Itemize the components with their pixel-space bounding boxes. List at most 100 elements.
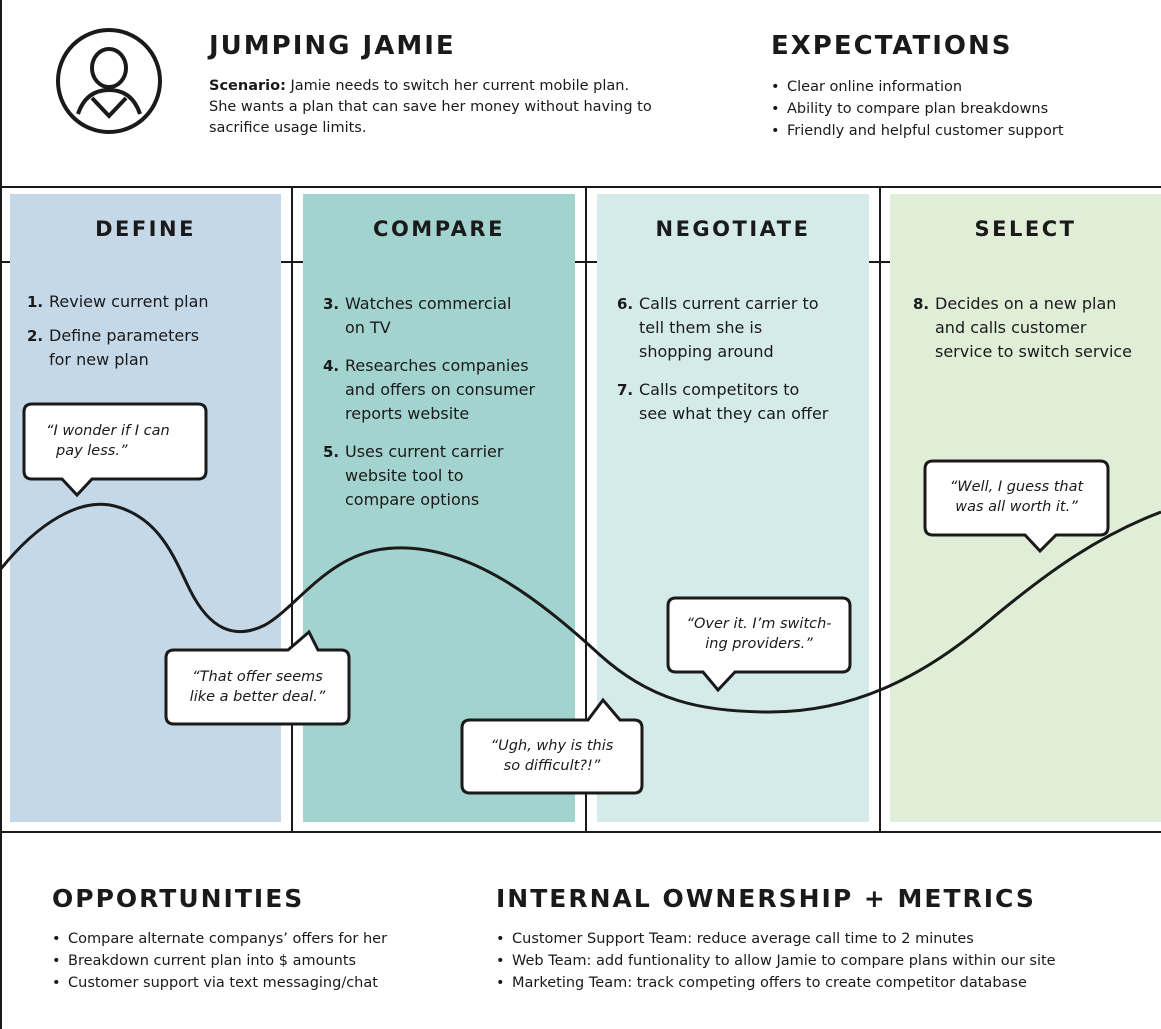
- emotion-curve: [0, 502, 1161, 714]
- quote-line: “Ugh, why is this: [490, 738, 614, 754]
- step-line: for new plan: [49, 350, 149, 369]
- step-number: 2.: [27, 327, 44, 345]
- step-number: 6.: [617, 295, 634, 313]
- quote-bubble-3: [460, 697, 644, 795]
- step-item: 6. Calls current carrier to tell them she …: [617, 292, 828, 364]
- negotiate-steps: 6. Calls current carrier to tell them she …: [617, 292, 828, 440]
- quote-line: so difficult?!”: [503, 758, 601, 774]
- ownership-item: Web Team: add funtionality to allow Jami…: [496, 950, 1056, 972]
- step-line: Watches commercial: [345, 294, 512, 313]
- quote-text-4: “Over it. I’m switch- ing providers.”: [668, 614, 850, 654]
- scenario-line-2: She wants a plan that can save her money…: [209, 99, 652, 115]
- step-number: 1.: [27, 293, 44, 311]
- scenario-label: Scenario:: [209, 78, 286, 94]
- expectations-list: Clear online information Ability to comp…: [771, 76, 1064, 142]
- step-item: 7. Calls competitors to see what they can …: [617, 378, 828, 426]
- ownership-item: Customer Support Team: reduce average ca…: [496, 928, 1056, 950]
- opportunity-item: Compare alternate companys’ offers for h…: [52, 928, 387, 950]
- step-line: and offers on consumer: [345, 380, 536, 399]
- persona-avatar: [54, 26, 164, 136]
- persona-scenario: Scenario: Jamie needs to switch her curr…: [209, 76, 652, 139]
- step-line: Decides on a new plan: [935, 294, 1117, 313]
- phase-title-select: SELECT: [974, 217, 1077, 241]
- expectations-title: EXPECTATIONS: [771, 31, 1013, 61]
- quote-text-1: “I wonder if I can pay less.”: [24, 421, 206, 461]
- ownership-list: Customer Support Team: reduce average ca…: [496, 928, 1056, 994]
- quote-line: “That offer seems: [192, 669, 323, 685]
- step-number: 3.: [323, 295, 340, 313]
- quote-line: ing providers.”: [705, 636, 813, 652]
- opportunities-list: Compare alternate companys’ offers for h…: [52, 928, 387, 994]
- phase-title-compare: COMPARE: [373, 217, 505, 241]
- quote-bubble-4: [666, 596, 852, 693]
- step-line: see what they can offer: [639, 404, 829, 423]
- phase-title-divider: [0, 261, 1161, 263]
- expectation-item: Friendly and helpful customer support: [771, 120, 1064, 142]
- quote-line: “I wonder if I can: [46, 423, 170, 439]
- step-line: Researches companies: [345, 356, 529, 375]
- step-line: reports website: [345, 404, 470, 423]
- opportunity-item: Breakdown current plan into $ amounts: [52, 950, 387, 972]
- bubble-shape: [460, 697, 644, 795]
- expectation-item: Clear online information: [771, 76, 1064, 98]
- bubble-shape: [923, 459, 1110, 554]
- compare-steps: 3. Watches commercial on TV 4.Researches c…: [323, 292, 535, 526]
- phase-panel-negotiate: [597, 194, 869, 822]
- quote-line: like a better deal.”: [189, 689, 326, 705]
- step-item: 2. Define parameters for new plan: [27, 324, 209, 372]
- scenario-line-1: Jamie needs to switch her current mobile…: [290, 78, 630, 94]
- quote-line: was all worth it.”: [955, 499, 1078, 515]
- quote-bubble-5: [923, 459, 1110, 554]
- step-item: 8. Decides on a new plan and calls custome…: [913, 292, 1132, 364]
- step-line: shopping around: [639, 342, 774, 361]
- step-item: 5. Uses current carrier website tool to com…: [323, 440, 535, 512]
- step-line: Define parameters: [49, 326, 200, 345]
- quote-line: “Well, I guess that: [949, 479, 1084, 495]
- persona-name: JUMPING JAMIE: [209, 31, 456, 61]
- select-steps: 8. Decides on a new plan and calls custome…: [913, 292, 1132, 378]
- user-avatar-icon: [56, 28, 162, 134]
- step-line: and calls customer: [935, 318, 1087, 337]
- ownership-title: INTERNAL OWNERSHIP + METRICS: [496, 884, 1036, 913]
- bubble-shape: [22, 402, 208, 498]
- quote-line: pay less.”: [56, 443, 128, 459]
- step-line: Review current plan: [49, 292, 209, 311]
- quote-line: “Over it. I’m switch-: [686, 616, 832, 632]
- footer-divider: [0, 831, 1161, 833]
- quote-text-3: “Ugh, why is this so difficult?!”: [462, 736, 642, 776]
- step-number: 8.: [913, 295, 930, 313]
- step-line: service to switch service: [935, 342, 1133, 361]
- opportunities-title: OPPORTUNITIES: [52, 884, 305, 913]
- step-line: tell them she is: [639, 318, 763, 337]
- step-line: on TV: [345, 318, 391, 337]
- bubble-shape: [666, 596, 852, 693]
- expectation-item: Ability to compare plan breakdowns: [771, 98, 1064, 120]
- step-line: website tool to: [345, 466, 464, 485]
- quote-bubble-1: [22, 402, 208, 498]
- phase-separator-2: [585, 186, 587, 833]
- header-divider: [0, 186, 1161, 188]
- frame-left-border: [0, 0, 2, 1029]
- define-steps: 1. Review current plan 2. Define parameter…: [27, 290, 209, 386]
- opportunity-item: Customer support via text messaging/chat: [52, 972, 387, 994]
- step-line: compare options: [345, 490, 480, 509]
- quote-bubble-2: [164, 629, 351, 726]
- ownership-item: Marketing Team: track competing offers t…: [496, 972, 1056, 994]
- phase-separator-3: [879, 186, 881, 833]
- step-number: 7.: [617, 381, 634, 399]
- phase-title-negotiate: NEGOTIATE: [655, 217, 811, 241]
- scenario-line-3: sacrifice usage limits.: [209, 120, 367, 136]
- quote-text-5: “Well, I guess that was all worth it.”: [925, 477, 1108, 517]
- step-number: 5.: [323, 443, 340, 461]
- step-line: Calls current carrier to: [639, 294, 819, 313]
- step-item: 1. Review current plan: [27, 290, 209, 314]
- step-line: Calls competitors to: [639, 380, 800, 399]
- phase-separator-1: [291, 186, 293, 833]
- step-line: Uses current carrier: [345, 442, 504, 461]
- quote-text-2: “That offer seems like a better deal.”: [166, 667, 349, 707]
- phase-title-define: DEFINE: [95, 217, 196, 241]
- bubble-shape: [164, 629, 351, 726]
- step-item: 3. Watches commercial on TV: [323, 292, 535, 340]
